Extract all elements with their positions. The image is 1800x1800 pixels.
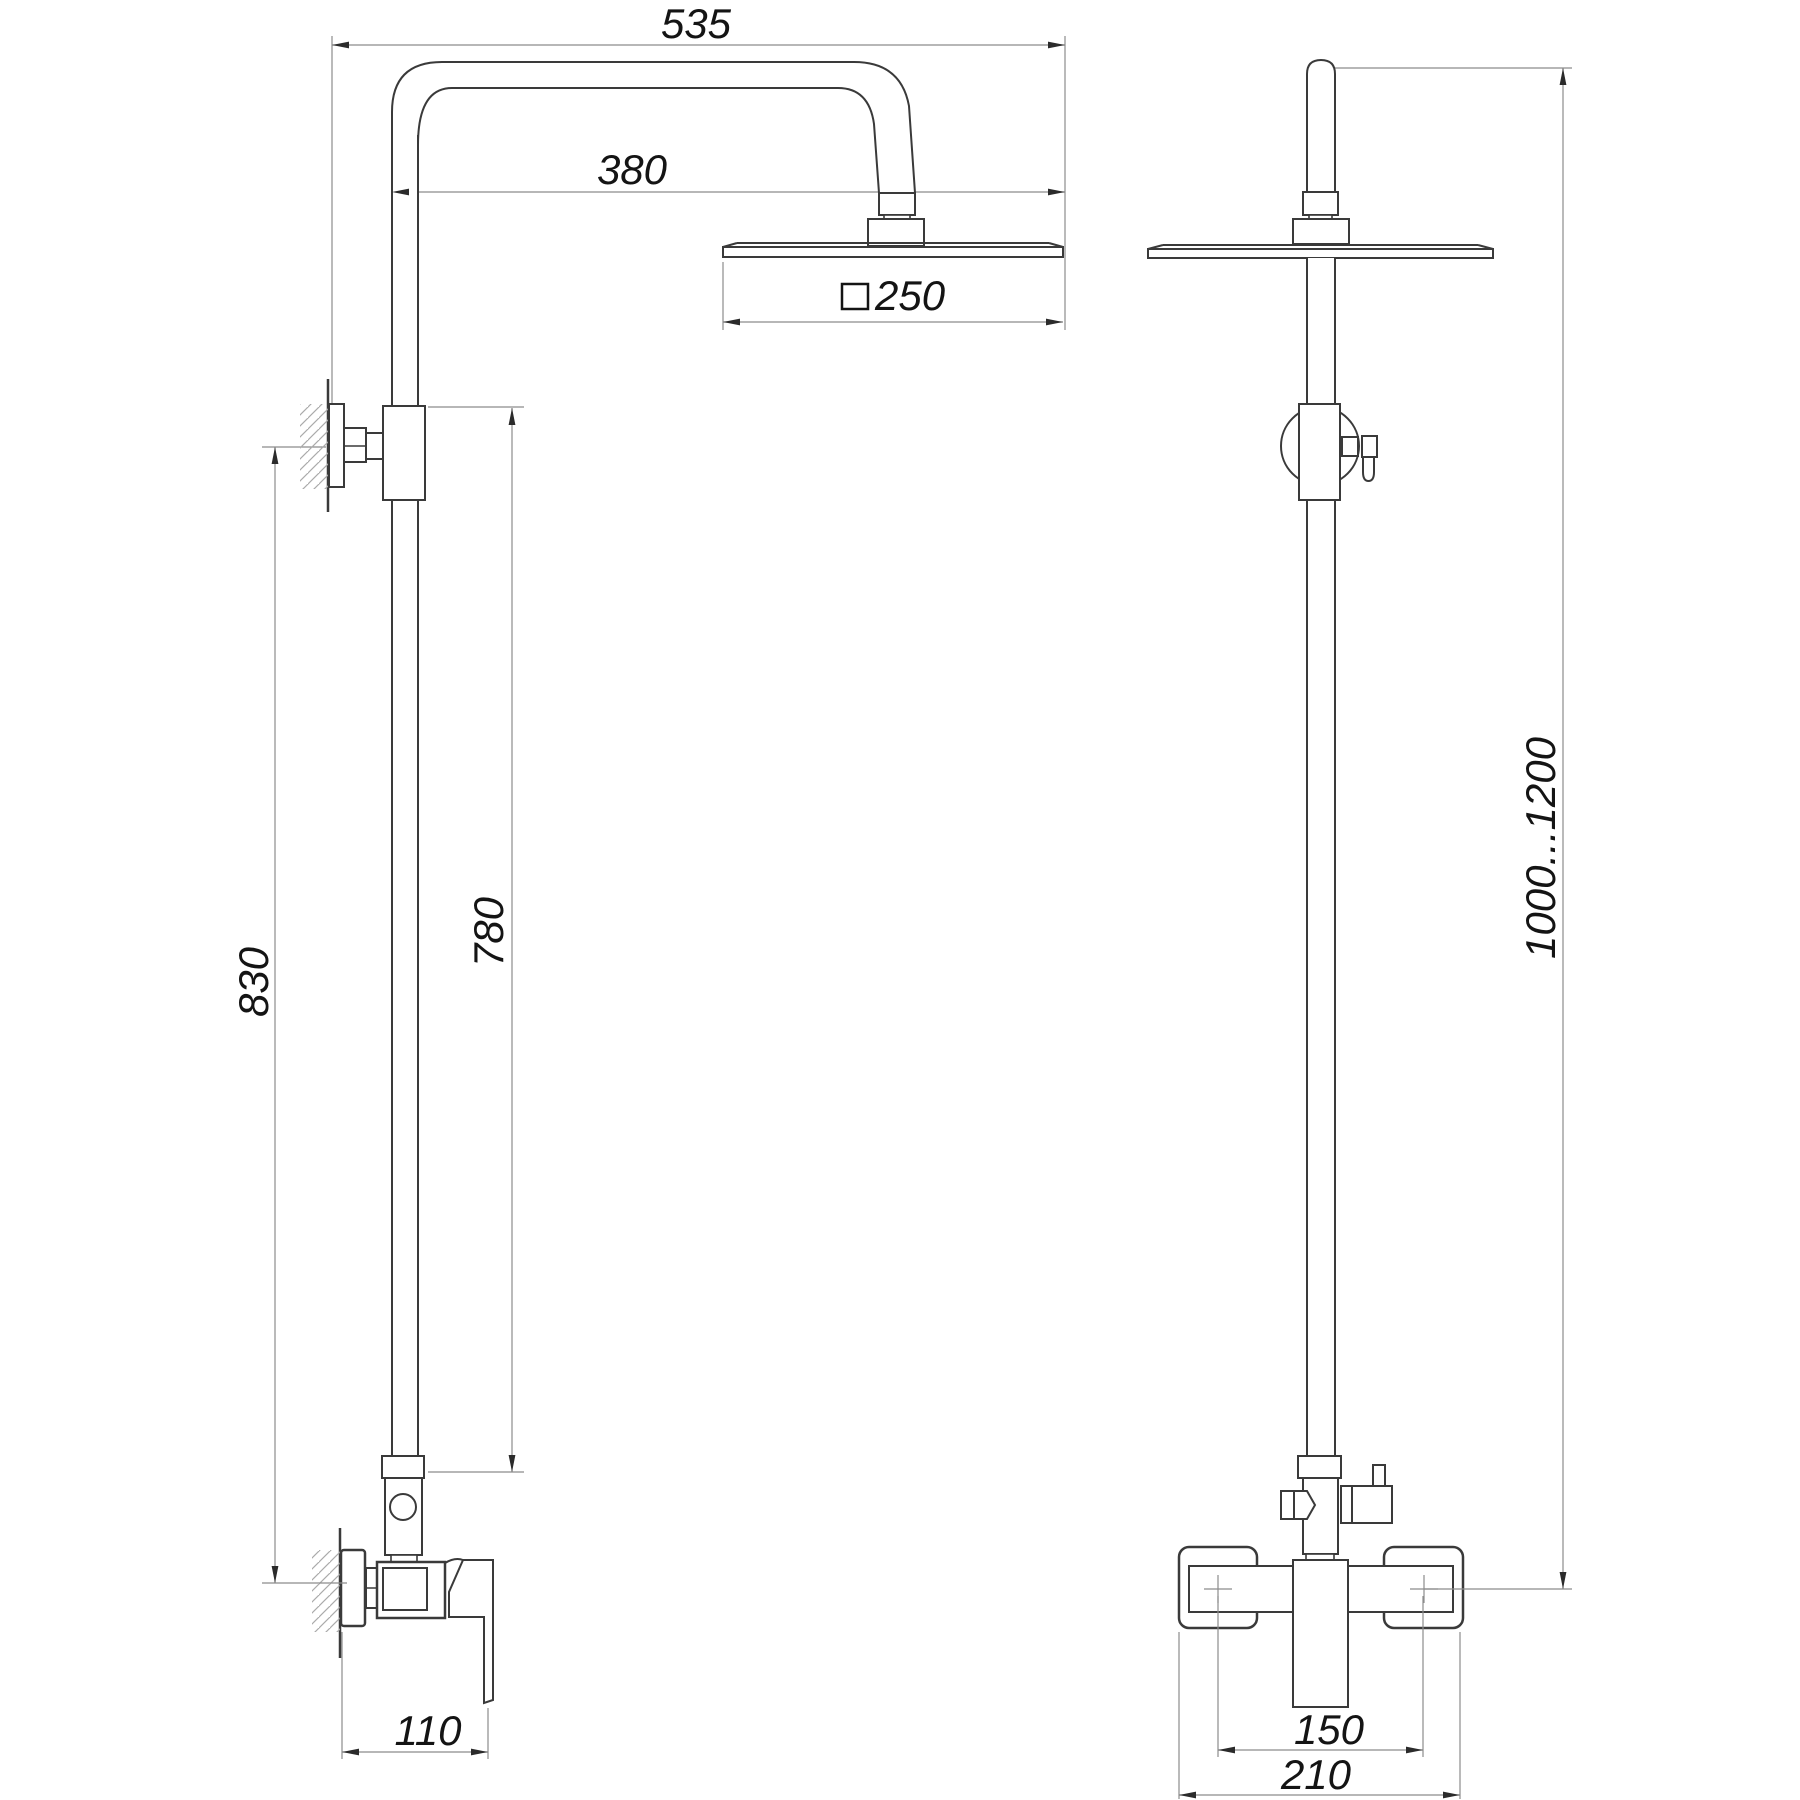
shower-arm-outer-edge [391, 61, 916, 194]
arm-end-capsule [1306, 58, 1336, 193]
dim-label-arm-overall-width: 535 [661, 0, 732, 47]
dim-label-wall-bracket-span: 830 [230, 946, 277, 1017]
dim-label-arm-projection: 380 [597, 146, 668, 193]
mixer-bracket-outer [375, 1560, 447, 1620]
riser-pipe-fill [392, 135, 418, 1456]
head-connector-front [1292, 218, 1350, 245]
upper-bracket-connector [365, 432, 384, 460]
dimension-lines [262, 36, 1572, 1799]
mixer-handle-neck [444, 1558, 464, 1564]
upper-bracket [343, 427, 367, 463]
diverter-port [389, 1493, 417, 1521]
head-plate [722, 246, 1064, 258]
head-plate-front-bevel-left [1147, 244, 1164, 250]
side-knob-lever [1362, 456, 1375, 483]
upper-mount-block [382, 405, 426, 501]
head-nut-front [1302, 191, 1339, 216]
center-mark-right [1410, 1575, 1438, 1603]
mixer-bracket-inner [382, 1567, 428, 1611]
mixer-handle [448, 1559, 494, 1705]
diverter-collar [381, 1455, 425, 1479]
front-view [1147, 58, 1494, 1708]
head-plate-front-bevel-right [1477, 244, 1494, 250]
upper-mount-block-front [1298, 403, 1341, 501]
square-symbol [840, 282, 870, 311]
diverter-body [384, 1477, 423, 1556]
head-plate-bevel-right [1048, 242, 1064, 248]
dim-label-mixer-body-depth: 110 [395, 1707, 463, 1754]
dim-label-riser-pipe-length: 780 [465, 896, 512, 967]
upper-wall-hatching [300, 404, 328, 489]
lower-wall-flange [339, 1548, 367, 1628]
shower-arm-inner-edge [417, 87, 880, 194]
diverter-stub [1372, 1464, 1386, 1487]
lower-wall-hatching [312, 1550, 340, 1632]
upper-wall-flange [328, 403, 345, 488]
side-view [300, 61, 1064, 1705]
diverter-collar-front [1297, 1455, 1342, 1479]
dim-label-union-spacing: 150 [1294, 1706, 1365, 1753]
dimension-labels-and-arrows: 535 380 250 830 780 110 1000...1200 150 … [230, 0, 1572, 1799]
center-mark-left [1204, 1575, 1232, 1603]
shower-arm-fill [392, 62, 915, 196]
dim-label-mixer-overall-width: 210 [1280, 1751, 1352, 1798]
dim-label-head-size: 250 [874, 272, 946, 319]
diverter-box [1340, 1485, 1393, 1524]
dim-label-column-height-range: 1000...1200 [1517, 736, 1564, 959]
left-knob-base [1280, 1490, 1295, 1520]
mixer-center-body [1292, 1559, 1349, 1708]
side-knob-base [1341, 436, 1359, 457]
left-knob-point [1293, 1490, 1317, 1520]
side-knob-head [1361, 435, 1378, 458]
head-connector-block [867, 218, 925, 247]
head-plate-bevel-left [722, 242, 738, 248]
head-plate-front [1147, 248, 1494, 259]
head-nut [878, 192, 916, 216]
